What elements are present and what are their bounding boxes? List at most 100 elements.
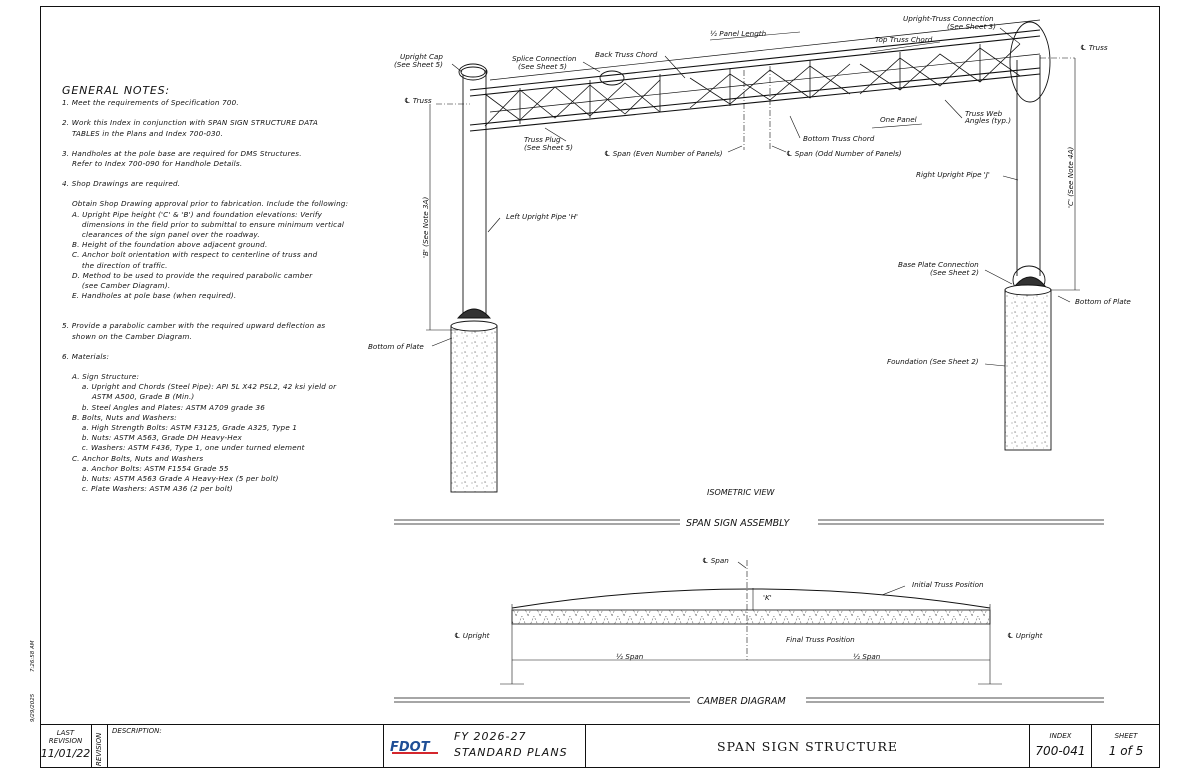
material-10: a. Anchor Bolts: ASTM F1554 Grade 55 (62, 463, 229, 473)
label-final-truss: Final Truss Position (786, 635, 855, 644)
fdot-logo-text: FDOT (390, 740, 430, 755)
right-upright-pipe (1012, 55, 1046, 295)
print-time: 7:26:58 AM (30, 640, 36, 672)
note-4h: D. Method to be used to provide the requ… (62, 270, 313, 280)
material-4: b. Steel Angles and Plates: ASTM A709 gr… (62, 402, 266, 412)
fiscal-year: FY 2026-27 (454, 730, 527, 743)
label-splice-sheet: (See Sheet 5) (518, 62, 567, 71)
index-label: INDEX (1049, 732, 1072, 740)
label-half-span-right: ½ Span (853, 652, 881, 661)
notes-title: GENERAL NOTES: (62, 84, 170, 97)
material-7: b. Nuts: ASTM A563, Grade DH Heavy-Hex (62, 433, 242, 443)
drawing-sheet-border (40, 6, 1160, 768)
label-upright-truss-sheet: (See Sheet 3) (947, 22, 996, 31)
label-angles-typ: Angles (typ.) (964, 116, 1011, 125)
note-3a: 3. Handholes at the pole base are requir… (62, 148, 302, 158)
fdot-logo: FDOT (390, 736, 440, 756)
sheet-title: SPAN SIGN STRUCTURE (717, 739, 898, 754)
note-4a: Obtain Shop Drawing approval prior to fa… (62, 199, 349, 209)
note-3b: Refer to Index 700-090 for Handhole Deta… (62, 159, 243, 169)
revision-date: 11/01/22 (40, 747, 91, 760)
label-span-sign-assembly: SPAN SIGN ASSEMBLY (686, 518, 791, 529)
label-bottom-of-plate-right: Bottom of Plate (1075, 297, 1131, 306)
note-4b: A. Upright Pipe height ('C' & 'B') and f… (62, 209, 323, 219)
revision-label: REVISION (48, 737, 83, 745)
note-4f: C. Anchor bolt orientation with respect … (62, 250, 318, 260)
standard-plans-label: STANDARD PLANS (454, 746, 568, 759)
note-1: 1. Meet the requirements of Specificatio… (62, 98, 239, 108)
material-3: ASTM A500, Grade B (Min.) (62, 392, 195, 402)
label-cl-upright-left: ℄ Upright (454, 631, 491, 640)
title-block: LAST REVISION 11/01/22 REVISION DESCRIPT… (40, 724, 1160, 768)
label-base-plate-connection: Base Plate Connection (898, 260, 979, 269)
label-half-span-left: ½ Span (616, 652, 644, 661)
revision-vertical-cell: REVISION (92, 724, 108, 768)
label-truss-plug: Truss Plug (524, 135, 561, 144)
splice-connection-circle (599, 70, 625, 86)
note-4j: E. Handholes at pole base (when required… (62, 291, 237, 301)
label-bottom-truss-chord: Bottom Truss Chord (803, 134, 875, 143)
label-cl-span-even: ℄ Span (Even Number of Panels) (604, 149, 723, 158)
left-upright-pipe (456, 66, 492, 319)
label-bottom-of-plate-left: Bottom of Plate (368, 342, 424, 351)
sheet-label: SHEET (1114, 732, 1138, 740)
label-cl-truss-left: ℄ Truss (404, 96, 432, 105)
label-camber-diagram: CAMBER DIAGRAM (697, 696, 786, 707)
print-date: 9/29/2025 (30, 693, 36, 722)
dimension-lines (426, 27, 1080, 596)
label-upright-cap: Upright Cap (400, 52, 443, 61)
material-9: C. Anchor Bolts, Nuts and Washers (62, 453, 204, 463)
sheet-value: 1 of 5 (1108, 744, 1144, 758)
label-k: 'K' (763, 593, 772, 602)
label-cl-upright-right: ℄ Upright (1007, 631, 1044, 640)
general-notes: GENERAL NOTES: 1. Meet the requirements … (62, 84, 362, 495)
label-cl-span-odd: ℄ Span (Odd Number of Panels) (786, 149, 902, 158)
label-truss-web: Truss Web (965, 109, 1003, 118)
revision-vertical-label: REVISION (95, 732, 103, 766)
left-foundation (450, 320, 498, 493)
note-4g: the direction of traffic. (62, 260, 168, 270)
last-label: LAST (56, 729, 75, 737)
note-2b: TABLES in the Plans and Index 700-030. (62, 128, 224, 138)
note-6: 6. Materials: (62, 351, 110, 361)
label-cl-span: ℄ Span (702, 556, 729, 565)
note-4i: (see Camber Diagram). (62, 281, 171, 291)
label-truss-plug-sheet: (See Sheet 5) (524, 143, 573, 152)
label-b-note: 'B' (See Note 3A) (421, 197, 430, 258)
camber-diagram (500, 588, 1002, 685)
material-11: b. Nuts: ASTM A563 Grade A Heavy-Hex (5 … (62, 474, 279, 484)
material-8: c. Washers: ASTM F436, Type 1, one under… (62, 443, 305, 453)
material-12: c. Plate Washers: ASTM A36 (2 per bolt) (62, 484, 233, 494)
label-left-upright: Left Upright Pipe 'H' (506, 212, 578, 221)
drawing-labels: Upright Cap (See Sheet 5) Splice Connect… (368, 14, 1131, 707)
label-right-upright: Right Upright Pipe 'J' (916, 170, 990, 179)
material-6: a. High Strength Bolts: ASTM F3125, Grad… (62, 423, 298, 433)
label-cl-truss-right: ℄ Truss (1080, 43, 1108, 52)
standard-plans-cell: FDOT FY 2026-27 STANDARD PLANS (384, 724, 586, 768)
upright-truss-connection-circle (1009, 21, 1051, 103)
index-value: 700-041 (1035, 744, 1086, 758)
label-half-panel-length: ½ Panel Length (710, 29, 767, 38)
label-initial-truss: Initial Truss Position (912, 580, 984, 589)
note-4c: dimensions in the field prior to submitt… (62, 219, 345, 229)
material-5: B. Bolts, Nuts and Washers: (62, 412, 177, 422)
label-back-truss-chord: Back Truss Chord (595, 50, 658, 59)
note-2a: 2. Work this Index in conjunction with S… (62, 118, 318, 128)
material-2: a. Upright and Chords (Steel Pipe): API … (62, 382, 337, 392)
sheet-number-cell: SHEET 1 of 5 (1092, 724, 1160, 768)
note-5b: shown on the Camber Diagram. (62, 331, 193, 341)
note-4e: B. Height of the foundation above adjace… (62, 240, 268, 250)
note-4d: clearances of the sign panel over the ro… (62, 230, 260, 240)
material-1: A. Sign Structure: (62, 372, 140, 382)
sheet-title-cell: SPAN SIGN STRUCTURE (586, 724, 1030, 768)
label-c-note: 'C' (See Note 4A) (1066, 146, 1075, 208)
label-isometric-view: ISOMETRIC VIEW (707, 488, 776, 497)
section-separators (394, 519, 1104, 703)
label-one-panel: One Panel (880, 115, 917, 124)
label-upright-truss-connection: Upright-Truss Connection (903, 14, 994, 23)
index-cell: INDEX 700-041 (1030, 724, 1092, 768)
label-base-plate-sheet: (See Sheet 2) (930, 268, 979, 277)
last-revision-cell: LAST REVISION 11/01/22 (40, 724, 92, 768)
truss (469, 19, 1041, 132)
